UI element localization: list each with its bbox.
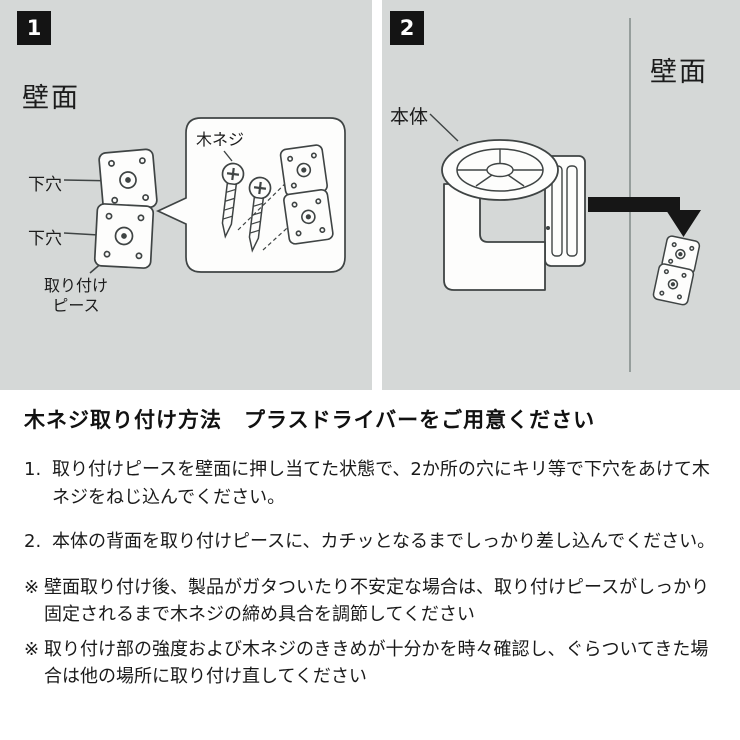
step1-illustration: [63, 117, 346, 274]
pilot-hole-label-top: 下穴: [28, 175, 62, 195]
instructions-section: 木ネジ取り付け方法 プラスドライバーをご用意ください 1. 取り付けピースを壁面…: [0, 390, 740, 690]
step1-panel: 1 壁面 下穴 下穴 取り付けピース 木ネジ: [0, 0, 372, 390]
pilot-hole-label-bottom: 下穴: [28, 229, 62, 249]
body-label-leader: [429, 113, 459, 142]
note-2: ※ 取り付け部の強度および木ネジのききめが十分かを時々確認し、ぐらついてきた場合…: [24, 636, 718, 690]
instruction-step-2: 2. 本体の背面を取り付けピースに、カチッとなるまでしっかり差し込んでください。: [24, 528, 718, 556]
insert-arrow: [588, 197, 701, 237]
note-mark: ※: [24, 638, 40, 660]
diagram-row: 1 壁面 下穴 下穴 取り付けピース 木ネジ: [0, 0, 740, 390]
mounting-piece-on-wall: [652, 235, 701, 306]
mounting-piece-front-view: [93, 148, 158, 269]
step-text: 取り付けピースを壁面に押し当てた状態で、2か所の穴にキリ等で下穴をあけて木ネジを…: [52, 459, 710, 508]
note-text: 壁面取り付け後、製品がガタついたり不安定な場合は、取り付けピースがしっかり固定さ…: [44, 576, 710, 625]
mounting-piece-callout-view: [279, 144, 334, 245]
step2-badge: 2: [390, 11, 424, 45]
instruction-steps: 1. 取り付けピースを壁面に押し当てた状態で、2か所の穴にキリ等で下穴をあけて木…: [24, 456, 718, 556]
instructions-title: 木ネジ取り付け方法 プラスドライバーをご用意ください: [24, 408, 596, 432]
wall-surface-label: 壁面: [22, 83, 80, 114]
step2-panel: 2 壁面 本体: [382, 0, 740, 390]
wood-screw-label: 木ネジ: [196, 130, 245, 149]
wood-screws-illustration: [221, 162, 272, 253]
instruction-notes: ※ 壁面取り付け後、製品がガタついたり不安定な場合は、取り付けピースがしっかり固…: [24, 574, 718, 690]
note-text: 取り付け部の強度および木ネジのききめが十分かを時々確認し、ぐらついてきた場合は他…: [44, 638, 709, 687]
wall-surface-label: 壁面: [650, 57, 708, 88]
screw-label-leader: [223, 150, 233, 162]
main-body-label: 本体: [390, 106, 429, 128]
step1-badge: 1: [17, 11, 51, 45]
step-number: 1.: [24, 459, 42, 480]
step-text: 本体の背面を取り付けピースに、カチッとなるまでしっかり差し込んでください。: [52, 530, 716, 552]
note-mark: ※: [24, 576, 40, 598]
note-1: ※ 壁面取り付け後、製品がガタついたり不安定な場合は、取り付けピースがしっかり固…: [24, 574, 718, 628]
step-number: 2.: [24, 530, 42, 552]
step2-illustration: [429, 18, 701, 372]
mounting-piece-label: 取り付けピース: [43, 276, 108, 315]
instruction-step-1: 1. 取り付けピースを壁面に押し当てた状態で、2か所の穴にキリ等で下穴をあけて木…: [24, 456, 718, 512]
product-body-illustration: [441, 139, 586, 291]
